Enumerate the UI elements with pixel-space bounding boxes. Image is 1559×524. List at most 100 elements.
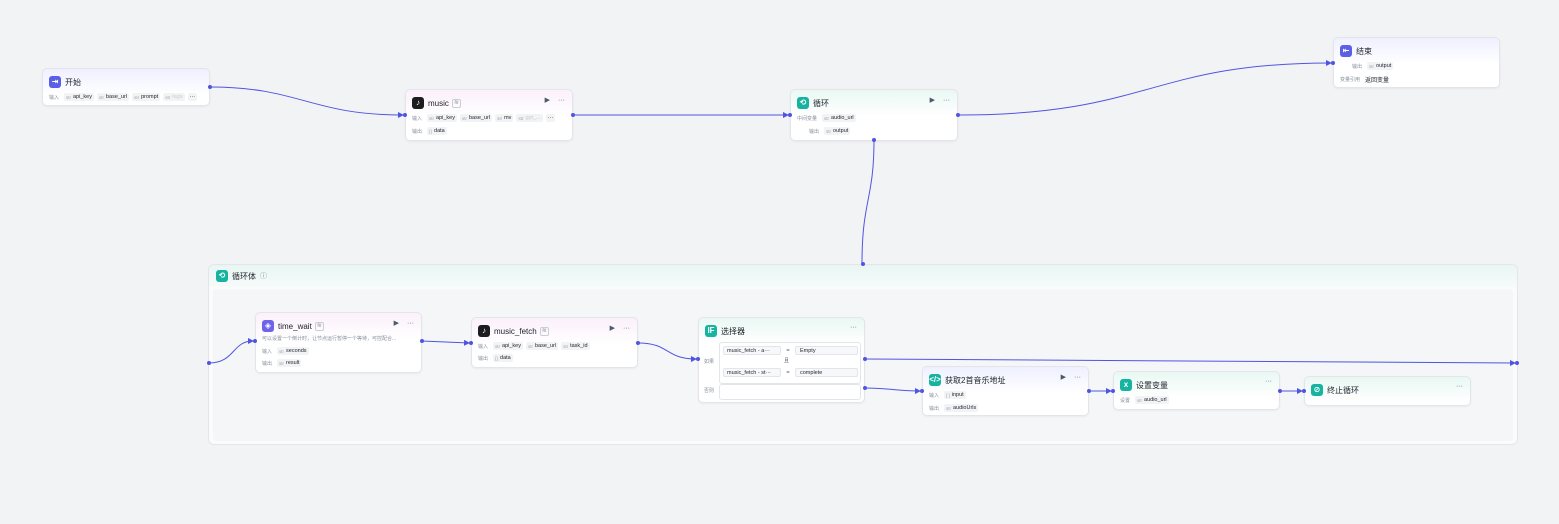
run-icon[interactable]: ▶ xyxy=(1060,374,1066,381)
condition-left[interactable]: music_fetch - st··· xyxy=(723,368,781,377)
plugin-icon: ◈ xyxy=(262,320,274,332)
time-wait-description: 可以设置一个倒计时，让节点运行暂停一个等待，可控配合... xyxy=(262,336,397,342)
variable-icon: x xyxy=(1120,379,1132,391)
get-url-title: 获取2首音乐地址 xyxy=(945,375,1006,385)
var-ref-value: 返回变量 xyxy=(1365,78,1390,84)
more-inputs-icon[interactable]: ⋯ xyxy=(187,93,198,101)
more-icon[interactable]: ··· xyxy=(1074,373,1081,381)
time-wait-title: time_wait xyxy=(278,321,312,331)
info-icon[interactable]: ⓘ xyxy=(260,272,267,280)
loop-body-port[interactable] xyxy=(872,138,876,142)
get-url-input-port[interactable] xyxy=(920,389,924,393)
condition-right[interactable]: Empty xyxy=(795,346,858,355)
more-inputs-icon[interactable]: ⋯ xyxy=(545,114,556,122)
condition-group[interactable]: music_fetch - a··· = Empty 且 music_fetch… xyxy=(719,342,861,384)
music-input-port[interactable] xyxy=(403,113,407,117)
time-wait-output-port[interactable] xyxy=(420,339,424,343)
set-label: 设置 xyxy=(1120,397,1131,404)
run-icon[interactable]: ▶ xyxy=(929,97,935,104)
input-label: 输入 xyxy=(478,343,489,350)
run-icon[interactable]: ▶ xyxy=(544,97,550,104)
loop-input-port[interactable] xyxy=(788,113,792,117)
start-output-port[interactable] xyxy=(208,85,212,89)
set-var-input-port[interactable] xyxy=(1111,389,1115,393)
and-label[interactable]: 且 xyxy=(784,358,790,364)
music-output-port[interactable] xyxy=(571,113,575,117)
input-label: 输入 xyxy=(262,348,273,355)
set-var-output-port[interactable] xyxy=(1278,389,1282,393)
music-note-icon: ♪ xyxy=(478,325,490,337)
condition-row[interactable]: music_fetch - a··· = Empty xyxy=(723,346,858,355)
else-label: 否则 xyxy=(704,388,715,394)
output-label: 输出 xyxy=(1352,63,1363,70)
more-icon[interactable]: ··· xyxy=(1265,378,1272,385)
edge-loop-end xyxy=(957,60,1332,116)
selector-input-port[interactable] xyxy=(696,357,700,361)
selector-if-port[interactable] xyxy=(863,357,867,361)
more-icon[interactable]: ··· xyxy=(943,96,950,104)
else-branch[interactable] xyxy=(719,384,861,400)
more-icon[interactable]: ··· xyxy=(850,324,857,331)
run-icon[interactable]: ▶ xyxy=(393,320,399,327)
music-note-icon: ♪ xyxy=(412,97,424,109)
time-wait-input-port[interactable] xyxy=(253,339,257,343)
loop-vars-label: 中间变量 xyxy=(797,115,818,122)
music-fetch-output-data: {}data xyxy=(493,354,513,362)
loop-title: 循环 xyxy=(813,98,829,108)
get-url-output-port[interactable] xyxy=(1087,389,1091,393)
more-icon[interactable]: ··· xyxy=(407,319,414,327)
exit-icon: ⇤ xyxy=(1340,45,1352,57)
selector-else-port[interactable] xyxy=(863,386,867,390)
time-wait-node[interactable]: ◈ time_wait ≋ ▶ ··· 可以设置一个倒计时，让节点运行暂停一个等… xyxy=(255,312,422,373)
condition-row[interactable]: music_fetch - st··· = complete xyxy=(723,368,858,377)
loop-icon: ⟲ xyxy=(216,270,228,282)
code-icon: </> xyxy=(929,374,941,386)
set-var-title: 设置变量 xyxy=(1136,380,1168,390)
stop-loop-input-port[interactable] xyxy=(1302,389,1306,393)
end-input-port[interactable] xyxy=(1331,61,1335,65)
more-icon[interactable]: ··· xyxy=(1456,383,1463,390)
edge-start-music xyxy=(209,86,404,118)
loop-output-port[interactable] xyxy=(956,113,960,117)
loop-body-start-port[interactable] xyxy=(207,361,211,365)
run-icon[interactable]: ▶ xyxy=(609,325,615,332)
output-label: 输出 xyxy=(929,405,940,412)
loop-body-entry-port[interactable] xyxy=(861,262,865,266)
condition-operator[interactable]: = xyxy=(786,369,790,376)
music-output-data: {}data xyxy=(427,127,447,135)
music-fetch-input-port[interactable] xyxy=(469,341,473,345)
selector-node[interactable]: IF 选择器 ··· 如果 music_fetch - a··· = Empty… xyxy=(698,317,865,403)
plugin-badge-icon: ≋ xyxy=(451,98,461,108)
start-title: 开始 xyxy=(65,77,81,87)
input-label: 输入 xyxy=(49,94,60,101)
condition-right[interactable]: complete xyxy=(795,368,858,377)
more-icon[interactable]: ··· xyxy=(623,324,630,332)
more-icon[interactable]: ··· xyxy=(558,96,565,104)
loop-body-end-port[interactable] xyxy=(1515,361,1519,365)
music-fetch-output-port[interactable] xyxy=(636,341,640,345)
condition-left[interactable]: music_fetch - a··· xyxy=(723,346,781,355)
condition-operator[interactable]: = xyxy=(786,347,790,354)
get-url-input: [ ]input xyxy=(944,391,966,399)
stop-loop-node[interactable]: ⊘ 终止循环 ··· xyxy=(1304,376,1471,406)
